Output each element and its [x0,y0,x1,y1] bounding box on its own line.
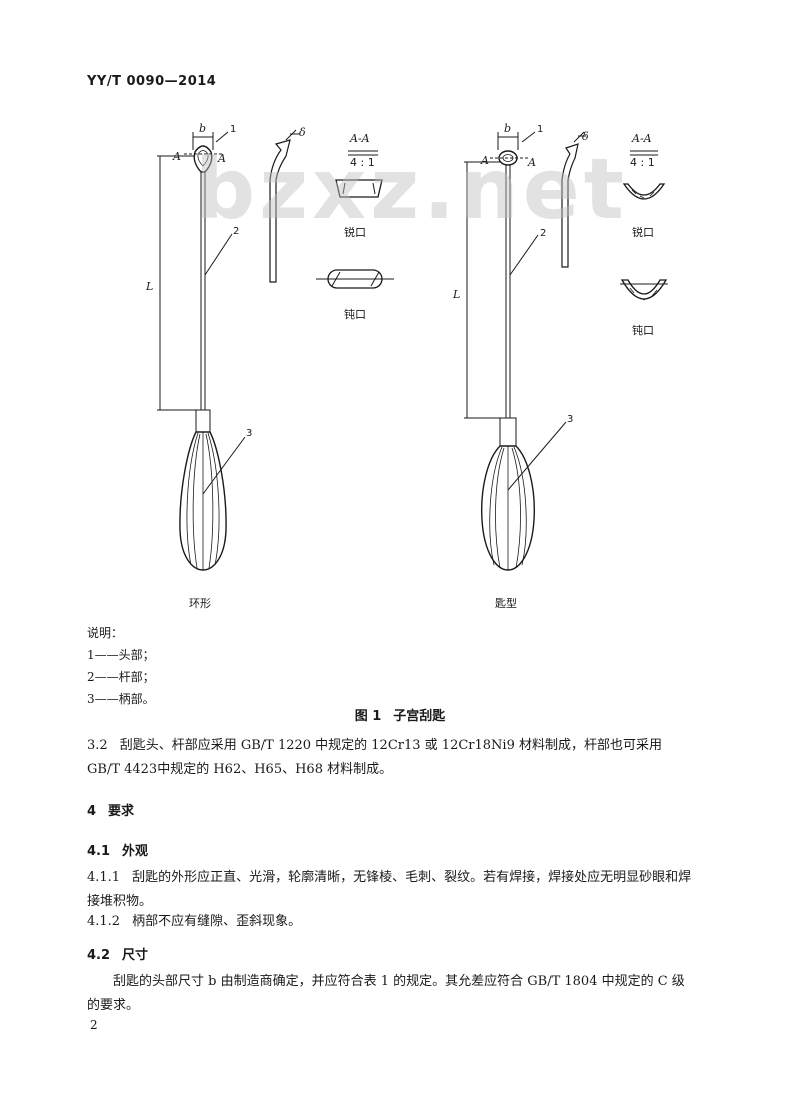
section-4-1-1-line-2: 接堆积物。 [87,894,153,909]
sharp-edge-label-left: 锐口 [344,226,366,239]
dim-delta-left: δ [299,126,306,139]
legend-item: 2——杆部； [87,670,155,684]
blunt-edge-label-right: 钝口 [632,324,654,337]
page-number: 2 [90,1018,98,1032]
section-number: 4.1.2 [87,914,121,929]
section-3-2-line-2: GB/T 4423中规定的 H62、H65、H68 材料制成。 [87,762,393,777]
dim-b-left: b [199,122,207,135]
section-4-1-title: 外观 [122,844,149,859]
sharp-edge-label-right: 锐口 [632,226,654,239]
legend-item: 1——头部； [87,648,155,662]
figure-1-drawing: b 1 A A 2 L 3 δ A-A 4 : 1 锐口 钝口 环形 b 1 A… [0,110,800,620]
section-name-left: A-A [350,132,370,145]
section-4-heading: 4 要求 [87,800,134,819]
spoon-type-caption: 匙型 [495,597,517,610]
section-number: 4.2 [87,948,111,963]
section-3-2-line-1: 刮匙头、杆部应采用 GB/T 1220 中规定的 12Cr13 或 12Cr18… [119,738,662,753]
scale-left: 4 : 1 [350,156,375,169]
callout-1-left: 1 [230,124,237,135]
section-a-right-1: A [481,154,489,167]
section-4-2-line-2: 的要求。 [87,998,140,1013]
section-4-2-line-1: 刮匙的头部尺寸 b 由制造商确定，并应符合表 1 的规定。其允差应符合 GB/T… [113,974,685,989]
figure-title: 图 1 子宫刮匙 [0,705,800,724]
section-a-left-2: A [218,152,226,165]
section-a-left-1: A [173,150,181,163]
callout-1-right: 1 [537,124,544,135]
section-4-1-2-text: 柄部不应有缝隙、歪斜现象。 [132,914,302,929]
section-number: 4 [87,804,97,819]
section-a-right-2: A [528,156,536,169]
dim-l-left: L [146,280,154,293]
uterine-curette-drawing [157,129,668,571]
section-4-1-heading: 4.1 外观 [87,840,148,859]
section-4-1-1-line-1: 刮匙的外形应正直、光滑，轮廓清晰，无锋棱、毛刺、裂纹。若有焊接，焊接处应无明显砂… [132,870,692,885]
standard-number-header: YY/T 0090—2014 [87,74,217,89]
callout-3-right: 3 [567,414,574,425]
dim-l-right: L [453,288,461,301]
figure-title-text: 子宫刮匙 [393,709,446,724]
section-4-1-2: 4.1.2 柄部不应有缝隙、歪斜现象。 [87,910,717,934]
blunt-edge-label-left: 钝口 [344,308,366,321]
section-3-2: 3.2 刮匙头、杆部应采用 GB/T 1220 中规定的 12Cr13 或 12C… [87,734,717,782]
section-number: 4.1.1 [87,870,121,885]
figure-legend: 说明： 1——头部； 2——杆部； 3——柄部。 [87,622,155,710]
section-4-2-heading: 4.2 尺寸 [87,944,148,963]
dim-delta-right: δ [582,130,589,143]
section-number: 4.1 [87,844,111,859]
legend-title: 说明： [87,626,124,640]
section-4-2-body: 刮匙的头部尺寸 b 由制造商确定，并应符合表 1 的规定。其允差应符合 GB/T… [87,970,717,1018]
section-name-right: A-A [632,132,652,145]
callout-2-left: 2 [233,226,240,237]
figure-number: 图 1 [354,709,382,724]
watermark: bzxz.net [195,140,628,238]
scale-right: 4 : 1 [630,156,655,169]
section-4-1-1: 4.1.1 刮匙的外形应正直、光滑，轮廓清晰，无锋棱、毛刺、裂纹。若有焊接，焊接处… [87,866,717,914]
section-4-2-title: 尺寸 [122,948,149,963]
section-4-title: 要求 [108,804,135,819]
legend-item: 3——柄部。 [87,692,155,706]
callout-2-right: 2 [540,228,547,239]
dim-b-right: b [504,122,512,135]
section-number: 3.2 [87,738,108,753]
callout-3-left: 3 [246,428,253,439]
ring-type-caption: 环形 [189,597,211,610]
